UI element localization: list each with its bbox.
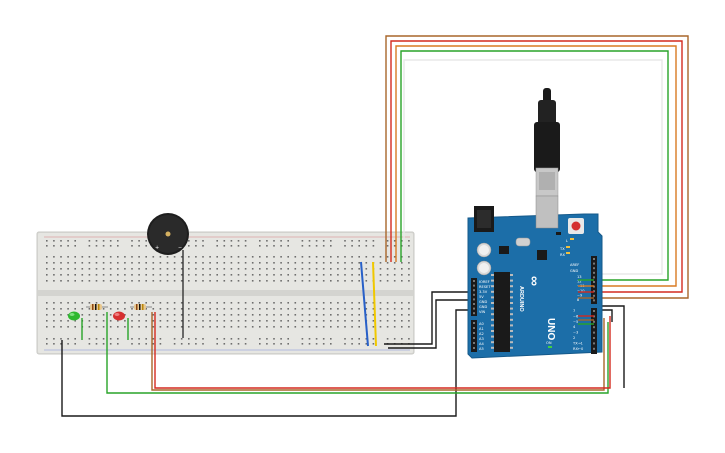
gnd-label-1: GND (479, 300, 487, 304)
analog-pin-a1: A1 (479, 327, 484, 331)
wires (61, 35, 689, 417)
usb-cable-icon[interactable] (534, 88, 560, 197)
jumper-yellow[interactable] (372, 261, 377, 347)
atmega-chip-pins (491, 274, 513, 349)
l-led-label: L (566, 239, 568, 243)
breadboard-holes (44, 236, 410, 351)
led-green[interactable] (68, 311, 80, 321)
buzzer-plus-label: + (155, 245, 159, 251)
right-header-pins (593, 258, 595, 350)
digital-pin-label: ~6 (573, 314, 579, 318)
digital-pin-label: ~10 (577, 289, 585, 293)
breadboard[interactable] (36, 231, 415, 355)
breadboard-center-channel (38, 290, 413, 296)
wire-black-gnd-1[interactable] (384, 291, 478, 345)
wire-green-bottom[interactable] (106, 312, 609, 394)
tx-led-label: TX (559, 247, 565, 251)
digital-pin-label: 13 (577, 275, 582, 279)
wire-orange-top[interactable] (395, 45, 677, 287)
arduino-brand-text: ARDUINO (518, 286, 524, 312)
arduino-logo-icon: ∞ (527, 276, 543, 286)
wire-white-top (403, 59, 663, 275)
digital-pin-label: 8 (577, 298, 580, 302)
piezo-buzzer-icon[interactable]: + − (147, 213, 189, 255)
arduino-model-text: UNO (545, 318, 556, 340)
wire-green-top[interactable] (400, 50, 669, 281)
analog-pin-a5: A5 (479, 347, 484, 351)
wire-black-bottom[interactable] (61, 309, 613, 417)
analog-pin-a2: A2 (479, 332, 484, 336)
ioref-label: IOREF (479, 280, 490, 284)
reset-pin-label: RESET (479, 285, 491, 289)
voltage-regulator (499, 246, 509, 254)
digital-pin-label: TX→1 (572, 341, 583, 345)
analog-pin-a4: A4 (479, 342, 484, 346)
usb-port (535, 195, 559, 229)
digital-pin-label: ~5 (573, 320, 578, 324)
wire-black-gnd-2[interactable] (388, 299, 478, 349)
buzzer-minus-label: − (178, 245, 182, 251)
digital-pin-label: ~3 (573, 331, 578, 335)
jumper-blue[interactable] (360, 261, 369, 347)
usb-chip (537, 250, 547, 260)
on-led-label: ON (546, 341, 552, 345)
led-red[interactable] (113, 311, 125, 321)
vin-label: VIN (479, 310, 486, 314)
wire-red-bottom[interactable] (154, 312, 611, 389)
breadboard-jumpers (360, 261, 377, 347)
digital-pin-label: ~9 (577, 293, 583, 297)
aref-label: AREF (570, 263, 579, 267)
v33-label: 3.3V (479, 290, 488, 294)
wire-black-right[interactable] (598, 305, 625, 388)
digital-header-bottom (591, 308, 597, 354)
digital-wire-ends (578, 279, 594, 325)
wire-red-top[interactable] (390, 40, 683, 293)
analog-pin-a3: A3 (479, 337, 484, 341)
crystal (515, 237, 531, 247)
resistor-2[interactable] (130, 304, 152, 310)
wire-brown-top[interactable] (385, 35, 689, 299)
digital-pin-label: 2 (573, 336, 575, 340)
v5-label: 5V (479, 295, 484, 299)
analog-header (471, 320, 477, 352)
resistor-1[interactable] (86, 304, 108, 310)
rx-led-label: RX (560, 253, 565, 257)
arduino-uno-board[interactable]: L TX RX ON ∞ ARDUINO UNO IOREF RESET 3.3… (467, 195, 603, 359)
reset-button-icon[interactable] (568, 218, 584, 234)
gnd-label-2: GND (479, 305, 487, 309)
atmega-chip (494, 272, 510, 352)
power-header (471, 278, 477, 316)
gnd-label-3: GND (570, 269, 578, 273)
wire-brown-bottom[interactable] (151, 312, 605, 391)
digital-pin-label: 7 (573, 309, 575, 313)
digital-pin-label: RX←0 (573, 347, 584, 351)
digital-pin-label: 4 (573, 325, 576, 329)
left-header-pins (473, 280, 475, 349)
analog-pin-a0: A0 (479, 322, 484, 326)
digital-pin-label: 12 (577, 280, 582, 284)
